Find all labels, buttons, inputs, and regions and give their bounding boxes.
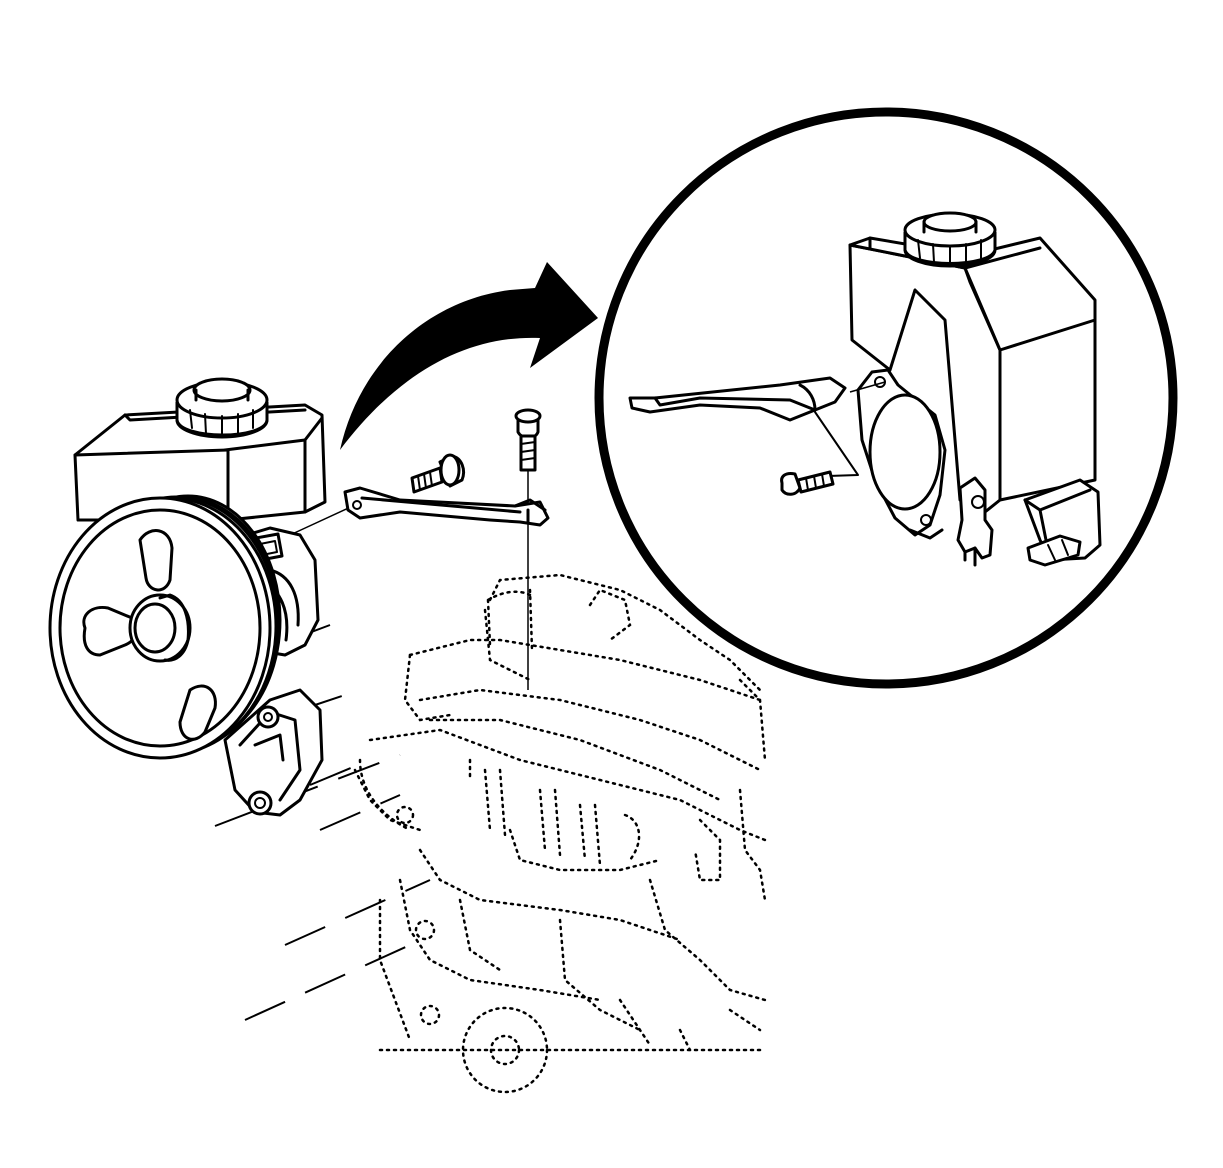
power-steering-pump <box>48 377 327 817</box>
bracket-bolt-vertical <box>514 408 542 472</box>
bracket-bolt-horizontal <box>410 453 466 494</box>
pump-bracket <box>343 486 550 527</box>
engine-block-outline <box>353 573 767 1094</box>
detail-view <box>594 107 1178 689</box>
curved-arrow <box>340 262 598 450</box>
pump-pulley <box>48 494 282 760</box>
